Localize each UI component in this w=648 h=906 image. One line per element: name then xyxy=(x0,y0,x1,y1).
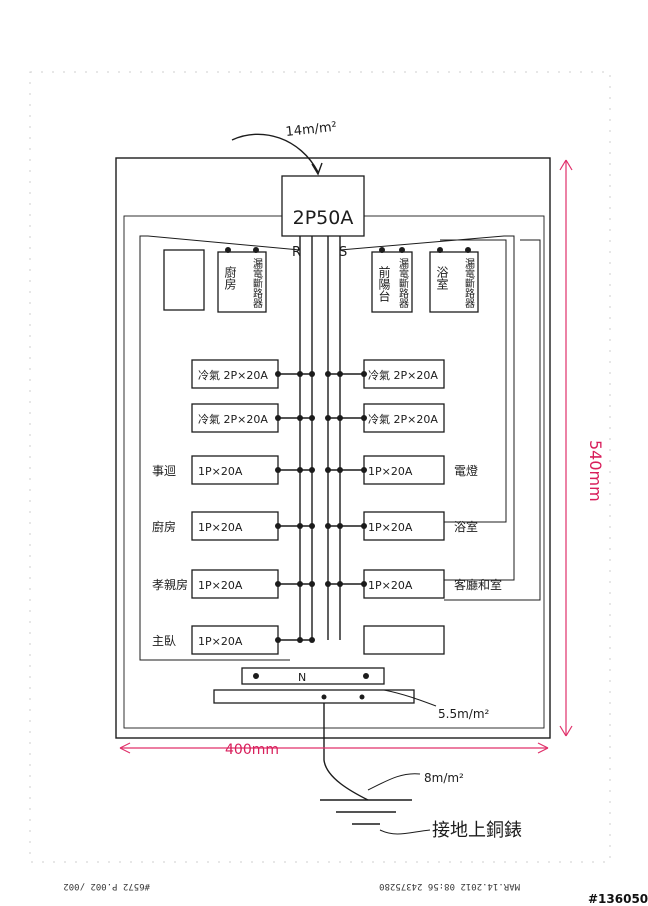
right-breaker-label-3: 1P×20A xyxy=(368,521,413,534)
spare-breaker-slot xyxy=(363,625,445,655)
right-breaker-4 xyxy=(363,569,445,599)
left-breaker-room-5: 主臥 xyxy=(152,634,176,648)
right-breaker-3 xyxy=(363,511,445,541)
phase-label-r: R xyxy=(292,245,301,260)
ground-wire-spec: 8m/m² xyxy=(424,771,464,785)
panel-enclosure xyxy=(115,157,551,739)
main-breaker-label: 2P50A xyxy=(293,207,354,229)
left-breaker-column: 冷氣 2P×20A 冷氣 2P×20A 1P×20A 事迴 1P×20A 廚房 1P×20A… xyxy=(152,359,315,655)
left-breaker-1 xyxy=(191,403,279,433)
ground-wire xyxy=(323,703,369,801)
dimension-height: 540mm xyxy=(586,440,605,502)
top-elcb-device-1: 漏電斷路器 xyxy=(397,258,409,309)
left-breaker-label-1: 冷氣 2P×20A xyxy=(198,412,268,426)
right-breaker-room-2: 電燈 xyxy=(454,463,478,478)
fax-footer-right: MAR.14.2012 08:56 24375280 xyxy=(379,881,520,891)
right-breaker-0 xyxy=(363,359,445,389)
top-elcb-device-0: 漏電斷路器 xyxy=(251,258,263,309)
left-breaker-label-0: 冷氣 2P×20A xyxy=(198,368,268,382)
left-breaker-label-2: 1P×20A xyxy=(198,465,243,478)
right-breaker-1 xyxy=(363,403,445,433)
right-breaker-label-1: 冷氣 2P×20A xyxy=(368,412,438,426)
left-breaker-label-3: 1P×20A xyxy=(198,521,243,534)
ground-label-arrow xyxy=(379,829,431,835)
right-breaker-label-4: 1P×20A xyxy=(368,579,413,592)
left-breaker-room-2: 事迴 xyxy=(152,464,176,478)
right-breaker-room-3: 浴室 xyxy=(454,519,478,534)
top-elcb-room-2: 浴室 xyxy=(435,266,449,290)
main-breaker xyxy=(281,175,365,237)
left-breaker-3 xyxy=(191,511,279,541)
input-arrow xyxy=(231,133,319,173)
left-breaker-room-3: 廚房 xyxy=(152,519,176,534)
top-elcb-0 xyxy=(217,251,267,313)
left-breaker-room-4: 孝親房 xyxy=(152,577,188,592)
top-elcb-device-2: 漏電斷路器 xyxy=(463,258,475,309)
top-elcb-group: 廚房漏電斷路器前陽台漏電斷路器浴室漏電斷路器 xyxy=(217,247,479,313)
left-breaker-label-5: 1P×20A xyxy=(198,635,243,648)
dimension-width: 400mm xyxy=(225,742,279,758)
input-wire-spec: 14m/m² xyxy=(285,120,338,140)
left-breaker-5 xyxy=(191,625,279,655)
right-breaker-column: 冷氣 2P×20A 冷氣 2P×20A 1P×20A 電燈 1P×20A 浴室 1P×20A… xyxy=(325,359,502,599)
neutral-wire-spec: 5.5m/m² xyxy=(438,707,490,721)
record-stamp: #136050 xyxy=(588,892,648,906)
left-breaker-0 xyxy=(191,359,279,389)
scan-frame xyxy=(29,71,611,863)
phase-label-s: S xyxy=(339,245,347,260)
right-breaker-2 xyxy=(363,455,445,485)
right-breaker-label-0: 冷氣 2P×20A xyxy=(368,368,438,382)
top-elcb-room-0: 廚房 xyxy=(223,265,237,290)
top-elcb-2 xyxy=(429,251,479,313)
ground-bar xyxy=(213,689,415,704)
spare-module-top-left xyxy=(163,249,205,311)
top-elcb-room-1: 前陽台 xyxy=(377,265,391,302)
right-breaker-label-2: 1P×20A xyxy=(368,465,413,478)
neutral-bar-label: N xyxy=(298,671,306,684)
top-elcb-1 xyxy=(371,251,413,313)
left-breaker-label-4: 1P×20A xyxy=(198,579,243,592)
right-breaker-room-4: 客廳和室 xyxy=(454,577,502,592)
fax-footer-left: #6572 P.002 /002 xyxy=(63,881,150,891)
ground-label: 接地上銅錶 xyxy=(432,820,522,841)
neutral-bar xyxy=(241,667,385,685)
